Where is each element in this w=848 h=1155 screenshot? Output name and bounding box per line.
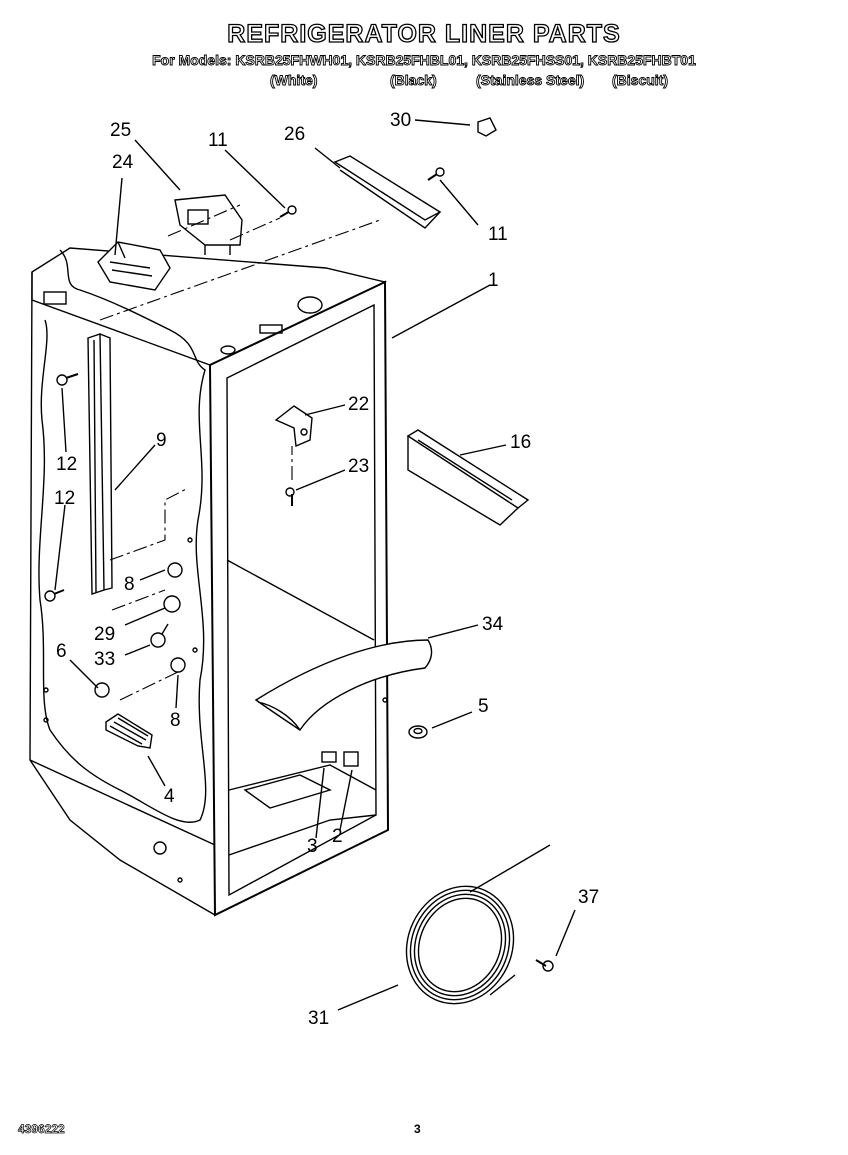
callout-12-lower: 12 <box>54 488 75 509</box>
callout-25: 25 <box>110 120 131 141</box>
callout-6: 6 <box>56 641 67 662</box>
callout-26: 26 <box>284 124 305 145</box>
callout-37: 37 <box>578 887 599 908</box>
callout-24: 24 <box>112 152 134 173</box>
cover-34 <box>254 639 433 731</box>
page-title: REFRIGERATOR LINER PARTS <box>227 19 621 48</box>
callout-labels: 25 11 26 30 24 11 1 22 16 9 12 23 12 8 2… <box>54 110 599 1029</box>
grille-4 <box>105 713 153 749</box>
housing-25 <box>174 194 243 255</box>
bar-26 <box>333 155 442 229</box>
callout-23: 23 <box>348 456 369 477</box>
channel-16 <box>406 429 530 526</box>
variant-black: (Black) <box>390 72 438 89</box>
callout-3: 3 <box>307 836 318 857</box>
callout-5: 5 <box>478 696 489 717</box>
callout-29: 29 <box>94 624 115 645</box>
callout-16: 16 <box>510 432 531 453</box>
callout-2: 2 <box>332 826 343 847</box>
leader-arrows <box>54 119 576 1011</box>
small-parts <box>44 167 554 972</box>
coil-31 <box>405 844 551 1005</box>
variant-biscuit: (Biscuit) <box>612 72 669 89</box>
clip-30 <box>477 117 497 137</box>
callout-31: 31 <box>308 1008 329 1029</box>
callout-12-upper: 12 <box>56 454 77 475</box>
assembly-lines <box>109 204 293 701</box>
variant-white: (White) <box>270 72 318 89</box>
module-24 <box>97 241 171 291</box>
callout-33: 33 <box>94 649 115 670</box>
page-number: 3 <box>414 1122 421 1136</box>
vertical-rail-9 <box>87 333 113 595</box>
callout-11-top: 11 <box>208 130 228 151</box>
bracket-22 <box>274 405 313 448</box>
variant-stainless-steel: (Stainless Steel) <box>476 72 585 89</box>
callout-9: 9 <box>156 430 167 451</box>
callout-30: 30 <box>390 110 411 131</box>
liner-shell <box>29 219 390 917</box>
grommet-5 <box>408 725 428 739</box>
callout-34: 34 <box>482 614 504 635</box>
models-line: For Models: KSRB25FHWH01, KSRB25FHBL01, … <box>152 52 697 69</box>
document-number: 4396222 <box>18 1122 65 1137</box>
callout-8-upper: 8 <box>124 574 135 595</box>
callout-8-lower: 8 <box>170 710 181 731</box>
callout-11-right: 11 <box>488 224 508 245</box>
callout-4: 4 <box>164 786 175 807</box>
callout-1: 1 <box>488 270 499 291</box>
callout-22: 22 <box>348 394 369 415</box>
